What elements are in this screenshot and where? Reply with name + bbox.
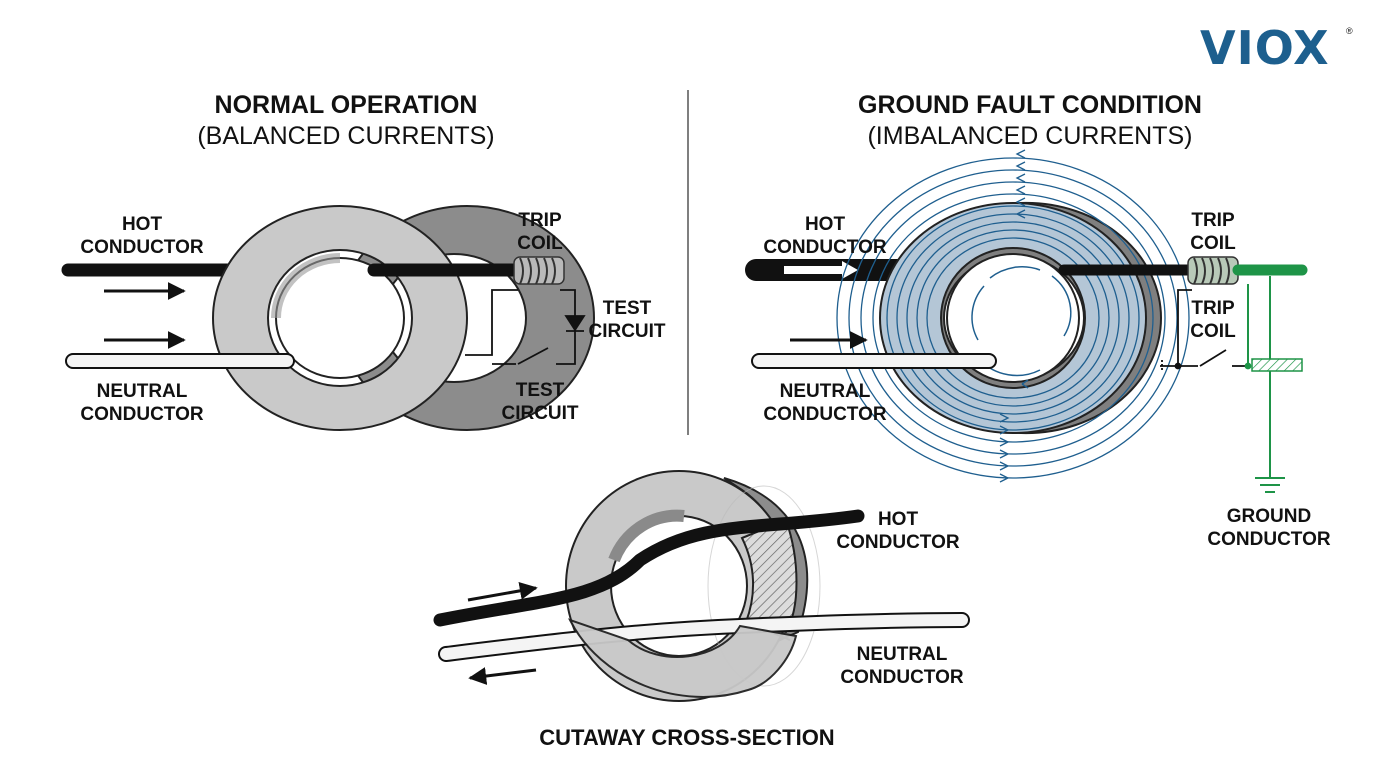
trip-coil-label-1: TRIP (518, 210, 562, 231)
flux-field (836, 149, 1190, 483)
cutaway-hot-label-1: HOT (878, 509, 919, 530)
cutaway-panel: HOT CONDUCTOR NEUTRAL CONDUCTOR CUTAWAY … (433, 470, 970, 750)
toroid-core-fault (878, 202, 1163, 434)
fault-neutral-label-2: CONDUCTOR (763, 404, 886, 425)
cutaway-neutral-arrow (468, 667, 537, 685)
normal-operation-panel: NORMAL OPERATION (BALANCED CURRENTS) (61, 91, 666, 431)
logo-text: VIOX (1200, 21, 1330, 75)
ground-fault-panel: GROUND FAULT CONDITION (IMBALANCED CURRE… (745, 91, 1331, 550)
cutaway-title: CUTAWAY CROSS-SECTION (539, 725, 834, 750)
test-circuit-wiring (465, 289, 586, 365)
neutral-conductor (65, 353, 295, 369)
fault-hot-arrow (784, 261, 858, 279)
fault-neutral-label-1: NEUTRAL (780, 381, 871, 402)
fault-trip-coil-label-3: TRIP (1191, 298, 1235, 319)
trip-coil-label-2: COIL (517, 233, 563, 254)
test-label-right-1: TEST (603, 298, 652, 319)
hot-label-2: CONDUCTOR (80, 237, 203, 258)
trip-coil-fault (1187, 256, 1239, 285)
viox-logo: VIOX ® (1200, 21, 1353, 75)
test-label-right-2: CIRCUIT (588, 321, 665, 342)
test-label-bottom-2: CIRCUIT (501, 403, 578, 424)
ground-label-1: GROUND (1227, 506, 1311, 527)
fault-trip-coil-label-4: COIL (1190, 321, 1236, 342)
fault-trip-coil-label-2: COIL (1190, 233, 1236, 254)
cutaway-hot-label-2: CONDUCTOR (836, 532, 959, 553)
cutaway-hot-arrow (467, 581, 538, 602)
cutaway-neutral-conductor (440, 614, 968, 660)
normal-title: NORMAL OPERATION (215, 91, 478, 119)
fault-subtitle: (IMBALANCED CURRENTS) (867, 122, 1192, 150)
fault-hot-label-2: CONDUCTOR (763, 237, 886, 258)
normal-subtitle: (BALANCED CURRENTS) (197, 122, 494, 150)
fault-neutral-conductor (751, 353, 997, 369)
fault-title: GROUND FAULT CONDITION (858, 91, 1202, 119)
cutaway-neutral-label-1: NEUTRAL (857, 644, 948, 665)
fault-hot-label-1: HOT (805, 214, 846, 235)
neutral-label-2: CONDUCTOR (80, 404, 203, 425)
ground-label-2: CONDUCTOR (1207, 529, 1330, 550)
fault-trip-coil-label-1: TRIP (1191, 210, 1235, 231)
logo-trademark: ® (1346, 26, 1353, 36)
ground-conductor-segment (1251, 358, 1303, 372)
neutral-label-1: NEUTRAL (97, 381, 188, 402)
trip-coil-normal (513, 256, 565, 285)
hot-label-1: HOT (122, 214, 163, 235)
test-label-bottom-1: TEST (516, 380, 565, 401)
cutaway-hot-conductor (433, 509, 865, 627)
cutaway-neutral-label-2: CONDUCTOR (840, 667, 963, 688)
fault-trip-wiring (1160, 289, 1252, 372)
ground-wiring (1247, 276, 1285, 493)
